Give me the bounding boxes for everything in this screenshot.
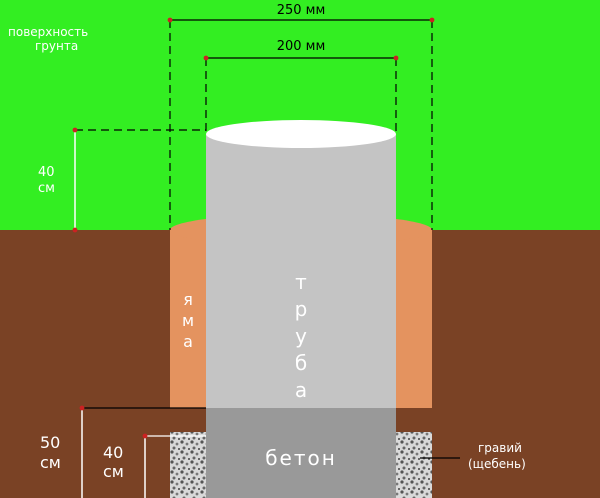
inner-width-label: 200 мм <box>277 39 326 54</box>
depth-total-unit: см <box>40 453 61 472</box>
dim-dot <box>429 17 435 23</box>
dim-dot <box>393 55 399 61</box>
dim-dot <box>79 405 85 411</box>
pipe-label: труба <box>289 270 313 405</box>
gravel-label-2: (щебень) <box>468 457 526 471</box>
dim-dot <box>142 433 148 439</box>
depth-total-value: 50 <box>40 433 60 452</box>
ground-surface-label-1: поверхность <box>8 25 88 39</box>
depth-concrete-unit: см <box>103 462 124 481</box>
concrete-label: бетон <box>265 446 337 470</box>
height-above-ground-unit: см <box>38 181 55 196</box>
pit-label: яма <box>179 290 198 353</box>
ground-surface-label-2: грунта <box>35 39 78 53</box>
dim-dot <box>167 17 173 23</box>
gravel-left <box>170 432 206 498</box>
pipe-top-ellipse <box>206 120 396 148</box>
gravel-right <box>396 432 432 498</box>
pipe <box>206 134 396 408</box>
concrete-block <box>206 408 396 498</box>
depth-concrete-value: 40 <box>103 443 123 462</box>
dim-dot <box>203 55 209 61</box>
outer-width-label: 250 мм <box>277 3 326 18</box>
dim-dot <box>72 227 78 233</box>
gravel-label-1: гравий <box>478 441 522 455</box>
dim-dot <box>72 127 78 133</box>
height-above-ground-value: 40 <box>38 165 55 180</box>
